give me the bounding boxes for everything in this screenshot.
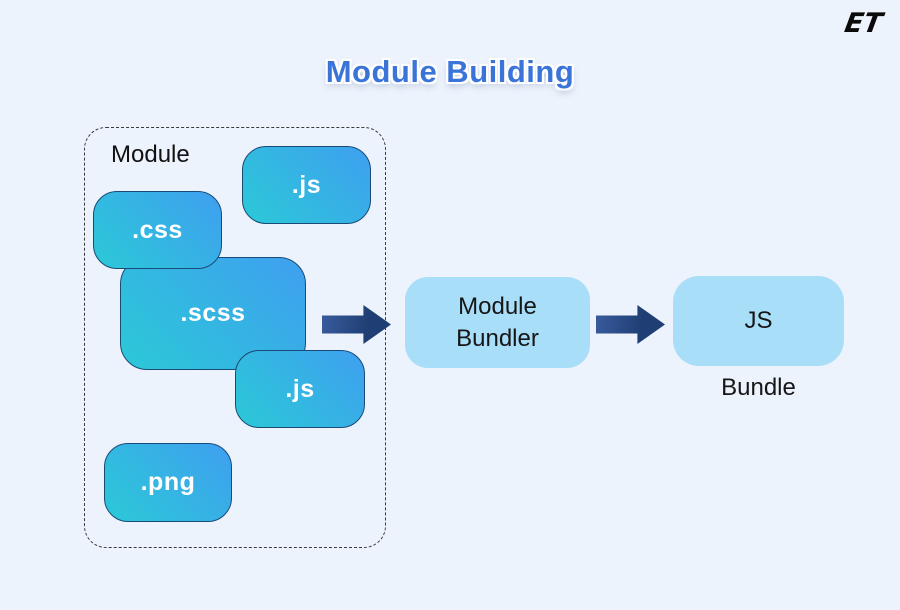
file-box-label: .css — [132, 215, 183, 244]
page-title: Module Building — [325, 54, 575, 89]
file-box-label: .js — [291, 170, 322, 199]
brand-logo: ET — [842, 8, 885, 39]
file-box-js-bottom: .js — [235, 350, 365, 428]
js-bundle-label: JS — [744, 307, 773, 335]
bundle-caption: Bundle — [721, 374, 796, 401]
module-bundler-box: Module Bundler — [405, 277, 590, 368]
file-box-png: .png — [104, 443, 232, 522]
js-bundle-box: JS — [673, 276, 844, 366]
file-box-label: .png — [140, 468, 196, 496]
file-box-scss: .scss — [120, 257, 306, 370]
file-box-label: .js — [285, 374, 315, 403]
right-arrow-icon — [596, 305, 665, 344]
module-group-label: Module — [111, 141, 190, 168]
module-group-container: Module — [84, 127, 386, 548]
file-box-js-top: .js — [242, 146, 371, 224]
file-box-label: .scss — [180, 299, 246, 327]
file-box-css: .css — [93, 191, 222, 269]
module-bundler-label: Module Bundler — [456, 292, 539, 352]
